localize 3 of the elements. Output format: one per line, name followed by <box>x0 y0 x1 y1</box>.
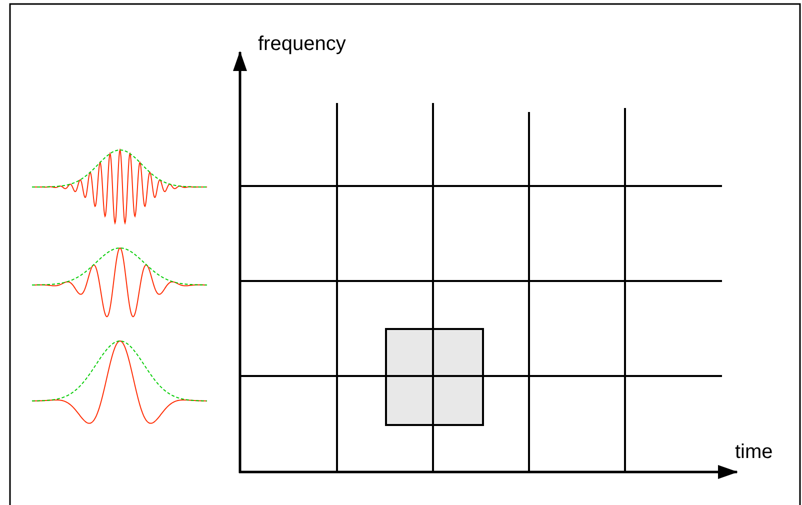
axis-label: time <box>735 441 773 464</box>
axis-label: frequency <box>258 33 346 56</box>
shaded-tile <box>385 328 484 426</box>
